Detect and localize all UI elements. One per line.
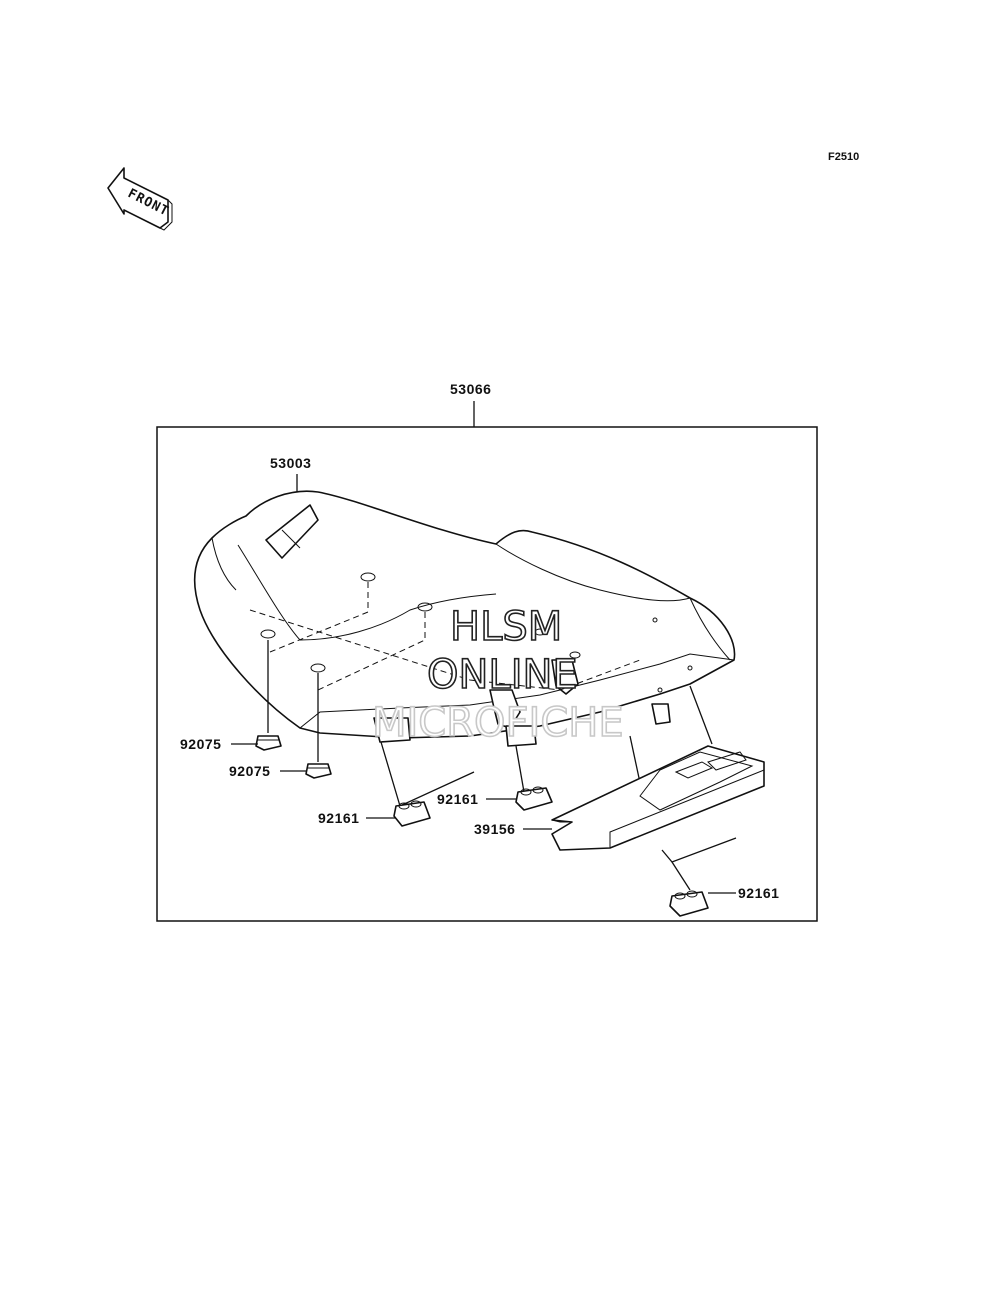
part-label-92075-right: 92075 <box>229 763 270 779</box>
figure-code: F2510 <box>828 151 859 163</box>
svg-text:HLSM: HLSM <box>450 604 562 650</box>
assembly-frame <box>156 426 818 922</box>
part-label-92161-rear: 92161 <box>738 885 779 901</box>
damper-left <box>255 735 282 751</box>
front-arrow-icon: FRONT <box>107 167 173 231</box>
cover-plate <box>551 745 765 851</box>
part-label-92161-front-left: 92161 <box>318 810 359 826</box>
part-label-92075-left: 92075 <box>180 736 221 752</box>
seat-cover <box>193 490 736 747</box>
cushion-rear <box>669 890 709 917</box>
damper-right <box>305 763 332 779</box>
part-label-39156: 39156 <box>474 821 515 837</box>
svg-text:ONLINE: ONLINE <box>427 652 578 698</box>
part-label-92161-front-right: 92161 <box>437 791 478 807</box>
cushion-front-right <box>515 786 553 811</box>
part-label-53003: 53003 <box>270 455 311 471</box>
svg-text:MICROFICHE: MICROFICHE <box>372 700 624 746</box>
part-label-53066: 53066 <box>450 381 491 397</box>
cushion-front-left <box>393 800 431 827</box>
watermark: HLSM ONLINE MICROFICHE <box>371 603 624 747</box>
